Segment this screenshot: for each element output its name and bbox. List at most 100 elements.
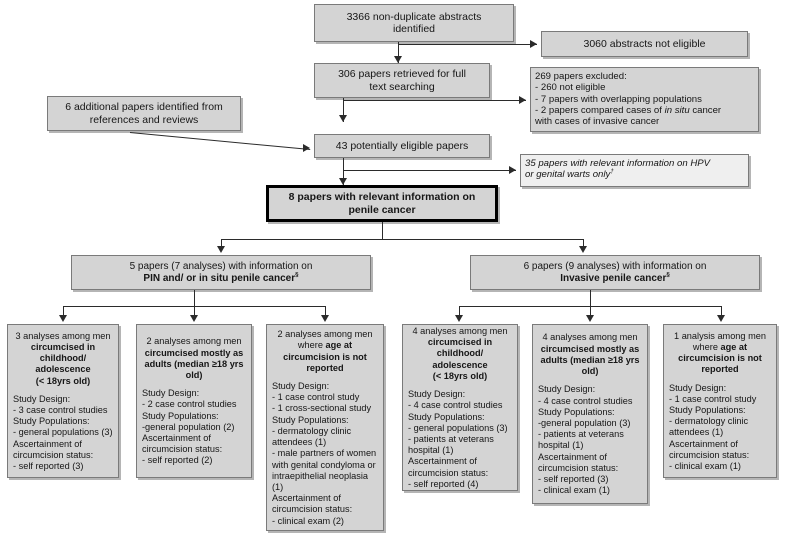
detail-line: circumcised in <box>427 337 493 348</box>
abstracts-line-1: 3366 non-duplicate abstracts <box>346 10 482 23</box>
abstracts-line-2: identified <box>392 23 436 35</box>
detail-line: Study Design: <box>669 382 727 393</box>
detail-line: circumcision status: <box>142 444 223 455</box>
detail-line: adults (median ≥18 yrs <box>540 354 640 365</box>
arrow-abstracts-to-not-eligible <box>530 40 537 48</box>
retrieved-line-2: text searching <box>369 80 435 93</box>
detail-line: hospital (1) <box>408 445 454 456</box>
arrow-retrieved-to-excluded <box>519 96 526 104</box>
detail-line: circumcision is not <box>678 353 762 364</box>
excluded-line-4a: - 2 papers compared cases of <box>535 104 665 116</box>
detail-line: - 2 case control studies <box>142 399 237 410</box>
detail-line: Study Populations: <box>272 414 349 425</box>
connector-additional-diagonal <box>129 132 311 151</box>
connector-pin-branch-1 <box>63 306 64 318</box>
arrow-additional-to-eligible <box>303 144 310 152</box>
detail-line: - 4 case control studies <box>408 400 503 411</box>
detail-line: - male partners of women <box>272 448 377 459</box>
arrow-retrieved-to-eligible <box>339 115 347 122</box>
detail-line: - self reported (2) <box>142 455 213 466</box>
detail-line: Ascertainment of <box>408 456 477 467</box>
arrow-invasive-branch-1 <box>455 315 463 322</box>
detail-line: circumcision status: <box>538 462 619 473</box>
hpv-line-2-text: or genital warts only <box>525 169 611 181</box>
pin-group-line-2: PIN and/ or in situ penile cancer§ <box>76 271 366 285</box>
node-relevant-penile-cancer: 8 papers with relevant information on pe… <box>266 185 498 222</box>
detail-line: reported <box>701 364 739 375</box>
connector-abstracts-right <box>398 44 537 45</box>
hpv-line-2: or genital warts only† <box>525 169 744 180</box>
detail-line: Study Populations: <box>538 406 615 417</box>
detail-line-emphasis: age at <box>325 340 353 351</box>
connector-to-pin-group <box>221 239 222 250</box>
arrow-to-invasive-group <box>579 246 587 253</box>
detail-line: -general population (2) <box>142 421 235 432</box>
node-additional-papers: 6 additional papers identified from refe… <box>47 96 241 131</box>
hpv-line-1b: papers with relevant information on HPV <box>535 158 711 169</box>
detail-line: - general populations (3) <box>13 427 113 438</box>
detail-line: Study Populations: <box>408 411 485 422</box>
detail-line: where age at <box>297 340 353 351</box>
additional-line-1: 6 additional papers identified from <box>65 101 223 114</box>
connector-invasive-branch-2 <box>590 306 591 318</box>
excluded-line-2: - 260 not eligible <box>535 82 606 94</box>
excluded-line-4-italic: in situ <box>664 104 690 116</box>
detail-line: circumcision is not <box>283 351 367 362</box>
detail-line: attendees (1) <box>272 437 327 448</box>
pin-group-footnote-marker: § <box>295 271 299 279</box>
detail-line: - clinical exam (1) <box>538 485 610 496</box>
connector-retrieved-down <box>343 98 344 122</box>
excluded-line-4: - 2 papers compared cases of in situ can… <box>535 105 754 116</box>
detail-line: - clinical exam (2) <box>272 515 344 526</box>
detail-line: - general populations (3) <box>408 422 508 433</box>
detail-line: Ascertainment of <box>538 451 607 462</box>
detail-line: 4 analyses among men <box>412 325 508 336</box>
detail-line: intraepithelial neoplasia (1) <box>272 470 369 492</box>
arrow-invasive-branch-2 <box>586 315 594 322</box>
detail-line: with genital condyloma or <box>272 459 376 470</box>
detail-line: where age at <box>692 341 748 352</box>
detail-line: circumcision status: <box>272 504 353 515</box>
node-potentially-eligible: 43 potentially eligible papers <box>314 134 490 158</box>
pin-group-line-1: 5 papers (7 analyses) with information o… <box>129 260 313 272</box>
detail-line: - patients at veterans <box>538 429 624 440</box>
hpv-footnote-marker: † <box>610 169 614 176</box>
connector-pin-down <box>194 290 195 306</box>
detail-line: old) <box>185 369 203 380</box>
arrow-invasive-branch-3 <box>717 315 725 322</box>
arrow-to-pin-group <box>217 246 225 253</box>
connector-pin-branch-3 <box>325 306 326 318</box>
not-eligible-line-1: 3060 abstracts not eligible <box>583 37 706 50</box>
detail-line: - self reported (3) <box>13 461 84 472</box>
detail-line: 2 analyses among men <box>146 336 242 347</box>
detail-line: Study Populations: <box>669 405 746 415</box>
connector-retrieved-right <box>343 100 526 101</box>
detail-line: - 3 case control studies <box>13 405 108 415</box>
detail-line: - dermatology clinic <box>272 425 352 436</box>
additional-line-2: references and reviews <box>89 113 199 126</box>
detail-line: Ascertainment of <box>272 493 341 504</box>
excluded-line-1: 269 papers excluded: <box>535 71 627 82</box>
detail-line: 3 analyses among men <box>15 330 111 341</box>
retrieved-line-1: 306 papers retrieved for full <box>338 68 466 81</box>
detail-line: - 1 cross-sectional study <box>272 403 372 414</box>
detail-line: - 1 case control study <box>272 392 360 403</box>
potentially-eligible-line-1: 43 potentially eligible papers <box>335 139 469 152</box>
connector-eligible-right <box>343 170 516 171</box>
detail-line: Study Design: <box>408 389 466 400</box>
detail-line: circumcision status: <box>13 449 94 460</box>
detail-line: childhood/ adolescence <box>432 348 488 370</box>
detail-line: - patients at veterans <box>408 433 494 444</box>
detail-line: circumcised mostly as <box>144 347 244 358</box>
